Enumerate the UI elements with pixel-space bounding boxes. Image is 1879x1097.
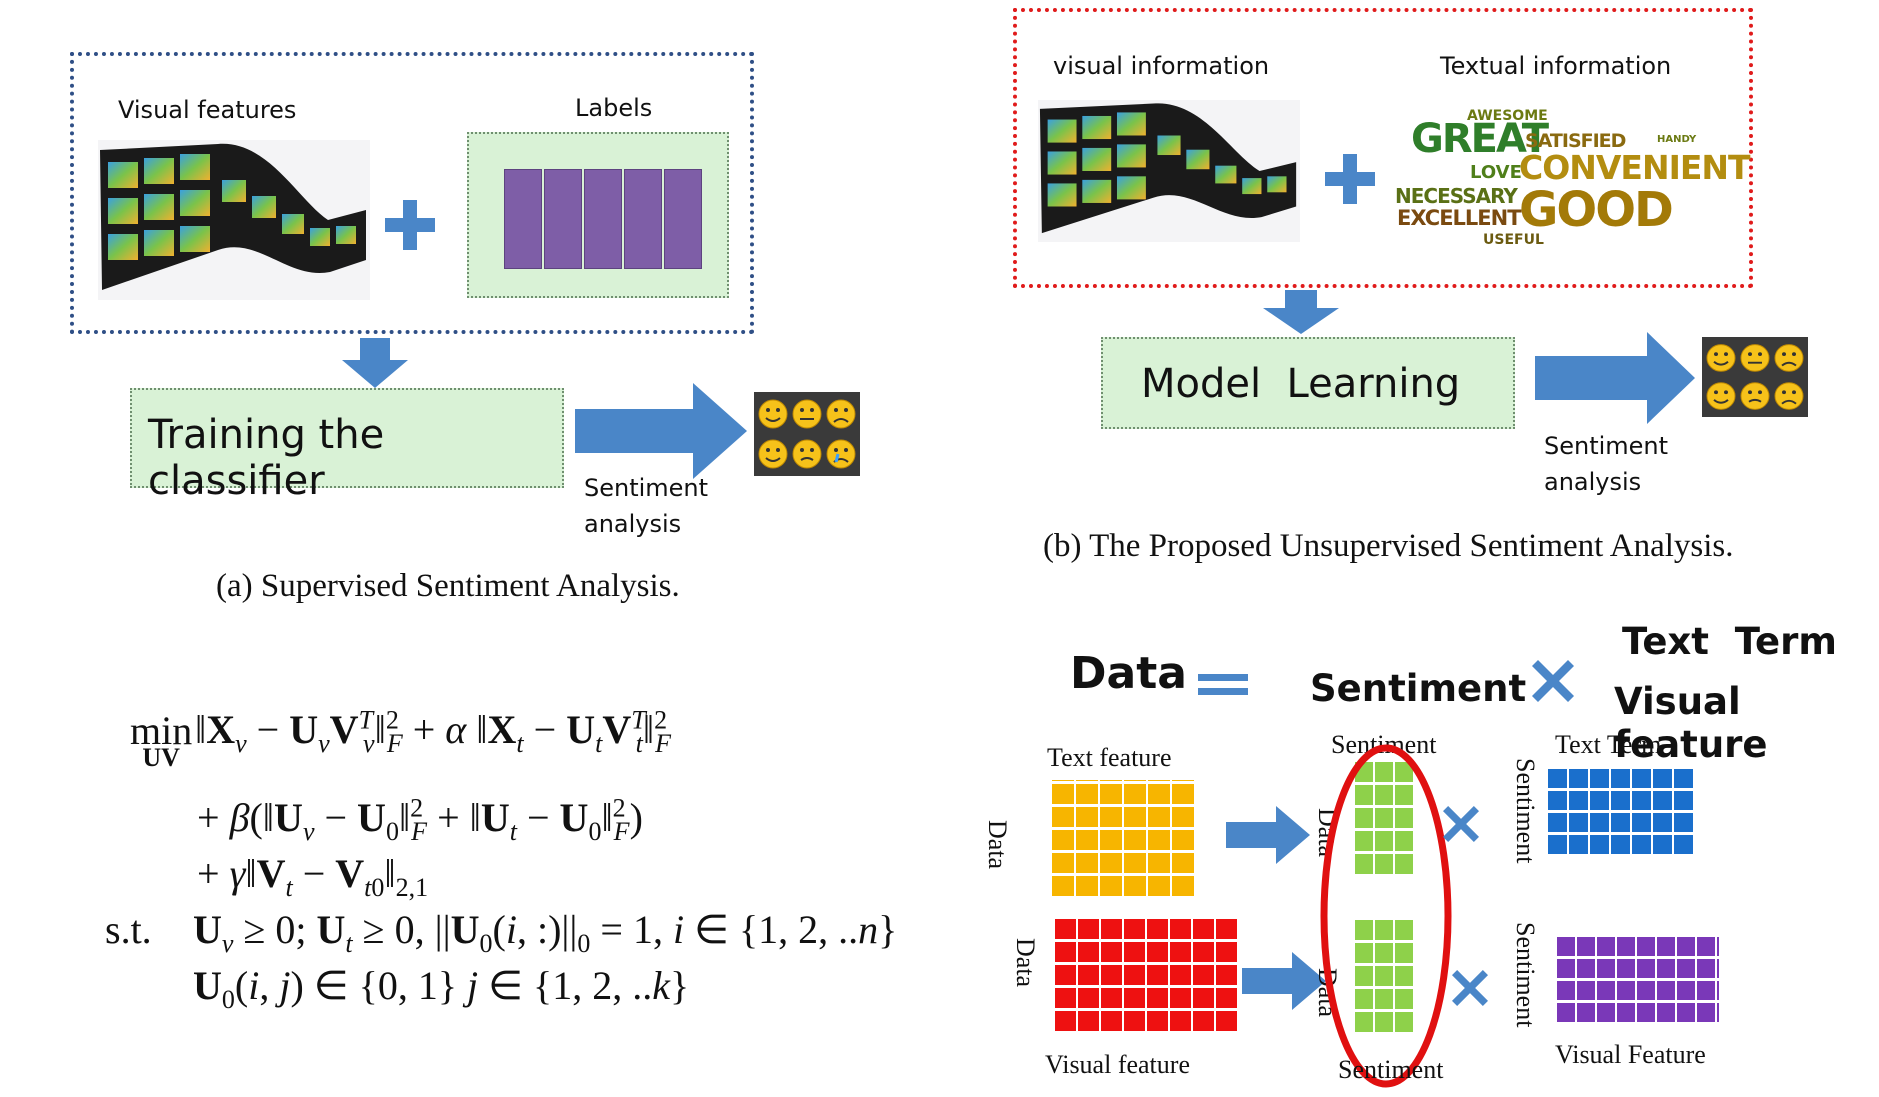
emoji-grid-icon xyxy=(1702,337,1808,417)
word-cloud: AWESOME GREAT SATISFIED HANDY LOVE CONVE… xyxy=(1395,100,1751,250)
textual-information-label: Textual information xyxy=(1440,52,1672,80)
word-cloud-word: CONVENIENT xyxy=(1519,148,1751,187)
data-side-label: Data xyxy=(983,820,1012,870)
highlight-ellipse xyxy=(1320,744,1452,1088)
formula-line-2: + β(‖Uv − U0‖2F + ‖Ut − U0‖2F) xyxy=(197,793,643,846)
down-arrow-icon xyxy=(342,338,408,388)
model-learning-box: Model Learning xyxy=(1101,337,1515,429)
multiply-icon xyxy=(1532,660,1574,702)
visual-labels-group-box xyxy=(70,52,754,334)
text-feature-matrix xyxy=(1052,780,1196,896)
text-term-matrix xyxy=(1548,768,1693,854)
visual-feature-matrix xyxy=(1055,917,1239,1031)
film-strip-image xyxy=(1038,100,1300,242)
text-term-label: Text Term xyxy=(1555,730,1662,759)
label-bar xyxy=(624,169,662,269)
sentiment-top-label: Sentiment xyxy=(1331,730,1437,759)
word-cloud-word: SATISFIED xyxy=(1525,130,1626,152)
formula-line-4: Uv ≥ 0; Ut ≥ 0, ||U0(i, :)||0 = 1, i ∈ {… xyxy=(193,907,898,958)
training-classifier-text: Training the classifier xyxy=(148,412,385,504)
sentiment-bottom-label: Sentiment xyxy=(1338,1055,1444,1084)
multiply-icon xyxy=(1452,970,1488,1006)
right-arrow-icon xyxy=(1226,806,1310,864)
formula-line-1: ‖Xv − UvVTv‖2F + α ‖Xt − UtVTt‖2F xyxy=(195,705,672,758)
multimodal-info-box xyxy=(1013,8,1753,288)
multiply-icon xyxy=(1443,806,1479,842)
word-cloud-word: HANDY xyxy=(1657,134,1697,145)
label-bar xyxy=(504,169,542,269)
sentiment-matrix-bottom xyxy=(1355,918,1415,1032)
sentiment-matrix-top xyxy=(1355,762,1415,874)
caption-a: (a) Supervised Sentiment Analysis. xyxy=(216,568,680,604)
word-cloud-word: GREAT xyxy=(1411,116,1549,162)
label-bar xyxy=(584,169,622,269)
label-bar xyxy=(664,169,702,269)
labels-box xyxy=(467,132,729,298)
visual-feature-right-matrix xyxy=(1557,936,1719,1022)
right-arrow-icon xyxy=(575,383,747,479)
sentiment-side-label: Sentiment xyxy=(1511,922,1540,1028)
sentiment-heading: Sentiment xyxy=(1310,667,1527,710)
visual-feature-heading: Visual feature xyxy=(1614,680,1768,766)
film-strip-image xyxy=(98,140,370,300)
data-heading: Data xyxy=(1070,648,1187,699)
formula-min: min UV xyxy=(130,708,193,772)
plus-icon xyxy=(1325,154,1375,204)
label-bar xyxy=(544,169,582,269)
visual-feature-right-label: Visual Feature xyxy=(1555,1040,1706,1069)
word-cloud-word: NECESSARY xyxy=(1395,184,1518,208)
visual-information-label: visual information xyxy=(1053,52,1270,80)
text-term-heading: Text Term xyxy=(1622,620,1837,663)
down-arrow-icon xyxy=(1263,290,1339,334)
word-cloud-word: LOVE xyxy=(1470,162,1522,183)
training-classifier-box: Training the classifier xyxy=(130,388,564,504)
visual-feature-label: Visual feature xyxy=(1045,1050,1190,1079)
word-cloud-word: AWESOME xyxy=(1467,108,1548,124)
caption-b: (b) The Proposed Unsupervised Sentiment … xyxy=(1043,528,1734,564)
emoji-grid-icon xyxy=(754,392,860,476)
sentiment-analysis-label: Sentiment analysis xyxy=(1544,432,1669,496)
labels-label: Labels xyxy=(575,94,653,122)
visual-features-label: Visual features xyxy=(118,96,297,124)
model-learning-text: Model Learning xyxy=(1141,361,1461,407)
formula-line-3: + γ‖Vt − Vt0‖2,1 xyxy=(197,851,429,902)
right-arrow-icon xyxy=(1242,952,1326,1010)
sentiment-analysis-label: Sentiment analysis xyxy=(584,474,709,538)
sentiment-side-label: Sentiment xyxy=(1511,758,1540,864)
formula-st: s.t. xyxy=(105,907,152,952)
right-arrow-icon xyxy=(1535,332,1695,424)
text-feature-label: Text feature xyxy=(1047,743,1172,772)
word-cloud-word: USEFUL xyxy=(1483,232,1544,248)
formula-line-5: U0(i, j) ∈ {0, 1} j ∈ {1, 2, ..k} xyxy=(193,963,690,1014)
word-cloud-word: GOOD xyxy=(1519,182,1674,238)
word-cloud-word: EXCELLENT xyxy=(1397,206,1522,230)
data-side-label: Data xyxy=(1011,938,1040,988)
plus-icon xyxy=(385,200,435,250)
equals-icon xyxy=(1198,674,1248,696)
